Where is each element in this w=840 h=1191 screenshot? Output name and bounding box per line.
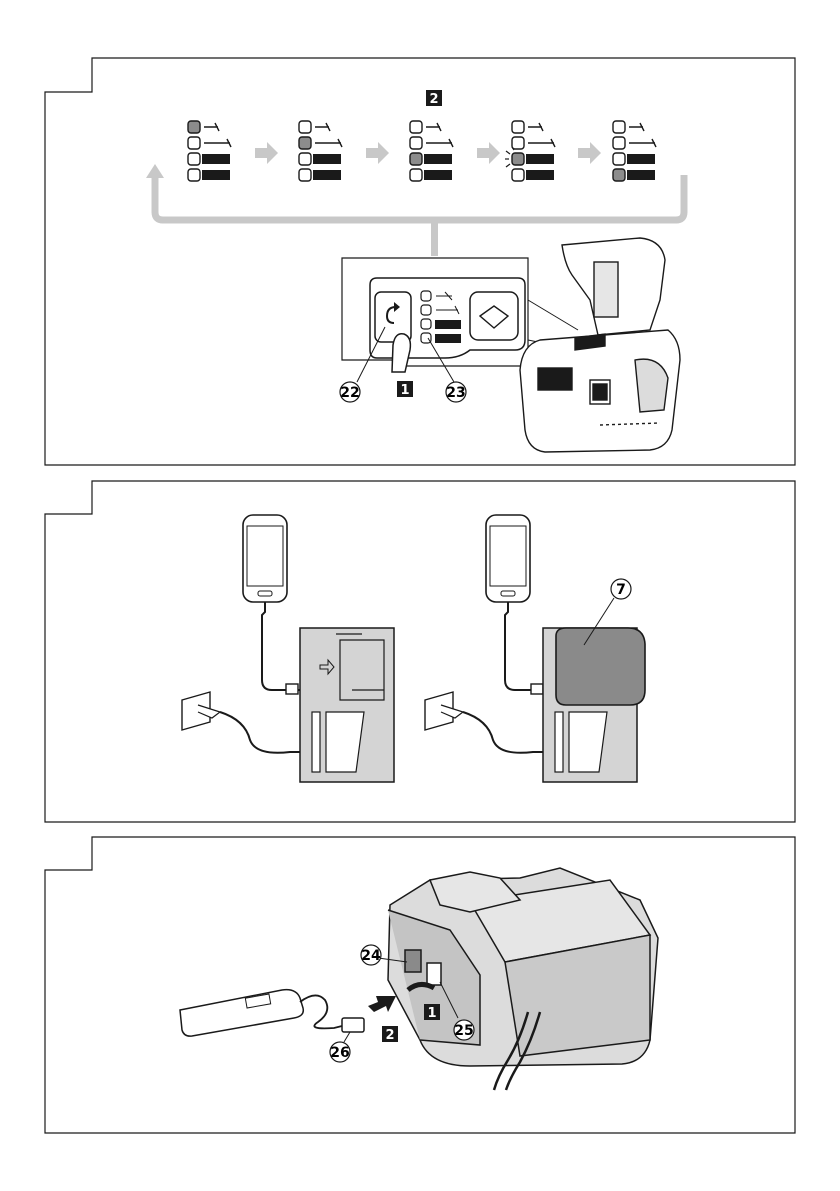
led-indicator — [613, 153, 625, 165]
led-stack — [188, 121, 231, 181]
led-indicator — [421, 291, 431, 301]
step-1-label: 1 — [427, 1006, 436, 1021]
battery-charger-illustration — [388, 868, 658, 1090]
led-indicator — [512, 153, 524, 165]
charging-setup-left — [182, 515, 394, 782]
cycle-loop-arrowhead — [146, 164, 164, 178]
screw-long-icon — [528, 139, 555, 147]
callout-23: 23 — [446, 385, 465, 401]
impact-driver-illustration — [520, 238, 680, 452]
flash-ray — [506, 164, 510, 167]
led-indicator — [299, 137, 311, 149]
panel-3: 2 1 24 25 26 — [45, 837, 795, 1133]
led-indicator — [512, 121, 524, 133]
sequence-arrow — [477, 142, 500, 164]
led-indicator — [410, 169, 422, 181]
led-indicator — [188, 121, 200, 133]
led-indicator — [421, 305, 431, 315]
led-indicator — [421, 319, 431, 329]
insert-arrow — [368, 996, 396, 1012]
charging-setup-right: 7 — [425, 515, 645, 782]
led-stack — [613, 121, 656, 181]
led-indicator — [613, 121, 625, 133]
step-2-label: 2 — [429, 92, 438, 107]
cycle-loop — [155, 175, 684, 220]
smartphone-screen — [247, 526, 283, 586]
mode-bar-icon — [435, 334, 461, 343]
power-cord-right — [463, 712, 543, 753]
mode-bar-icon — [435, 320, 461, 329]
power-cord-left — [220, 712, 300, 753]
mode-bar-icon — [526, 170, 554, 180]
usb-device-illustration — [180, 990, 364, 1036]
zoom-leader-top — [528, 300, 578, 330]
battery-pack — [556, 628, 645, 705]
panel-1: 2 — [45, 58, 795, 465]
mode-bar-icon — [627, 170, 655, 180]
usb-cable-left — [262, 602, 300, 690]
screw-small-icon — [315, 123, 330, 131]
led-indicator — [188, 169, 200, 181]
screw-small-icon — [528, 123, 543, 131]
leader-26 — [344, 1032, 350, 1042]
mode-bar-icon — [202, 154, 230, 164]
usb-plug-26 — [342, 1018, 364, 1032]
led-indicator — [188, 153, 200, 165]
screw-long-icon — [204, 139, 231, 147]
led-indicator — [299, 121, 311, 133]
led-indicator — [299, 153, 311, 165]
mode-bar-icon — [627, 154, 655, 164]
screw-long-icon — [426, 139, 453, 147]
led-indicator — [410, 137, 422, 149]
screw-long-icon — [629, 139, 656, 147]
led-stack — [410, 121, 453, 181]
led-indicator — [613, 169, 625, 181]
usb-cable-right — [505, 602, 543, 690]
led-indicator — [410, 121, 422, 133]
flash-ray — [506, 151, 510, 154]
led-indicator — [188, 137, 200, 149]
led-indicator — [299, 169, 311, 181]
mode-bar-icon — [424, 154, 452, 164]
mode-bar-icon — [313, 170, 341, 180]
mode-bar-icon — [313, 154, 341, 164]
screw-long-icon — [315, 139, 342, 147]
callout-22: 22 — [340, 385, 359, 401]
sequence-arrow — [255, 142, 278, 164]
sequence-arrow — [578, 142, 601, 164]
screw-small-icon — [426, 123, 441, 131]
usb-cable — [300, 995, 342, 1028]
led-indicator — [613, 137, 625, 149]
screw-small-icon — [204, 123, 219, 131]
callout-26: 26 — [330, 1045, 349, 1061]
control-panel — [370, 278, 525, 372]
mode-bar-icon — [424, 170, 452, 180]
callout-7: 7 — [616, 582, 626, 598]
mode-bar-icon — [526, 154, 554, 164]
callout-25: 25 — [454, 1023, 473, 1039]
led-stack — [505, 121, 555, 181]
power-bank — [180, 990, 303, 1036]
panel-2: 7 — [45, 481, 795, 822]
led-indicator — [512, 137, 524, 149]
panel-1-frame — [45, 58, 795, 465]
callout-24: 24 — [361, 948, 381, 964]
step-2-label: 2 — [385, 1028, 394, 1043]
led-indicator — [512, 169, 524, 181]
usb-cover-24 — [405, 950, 421, 972]
sequence-arrow — [366, 142, 389, 164]
led-indicator — [410, 153, 422, 165]
screw-small-icon — [629, 123, 644, 131]
led-stack — [299, 121, 342, 181]
panel-2-frame — [45, 481, 795, 822]
mode-bar-icon — [202, 170, 230, 180]
step-1-label: 1 — [400, 383, 409, 398]
loop-connector — [431, 220, 438, 256]
usb-port-25 — [427, 963, 441, 985]
